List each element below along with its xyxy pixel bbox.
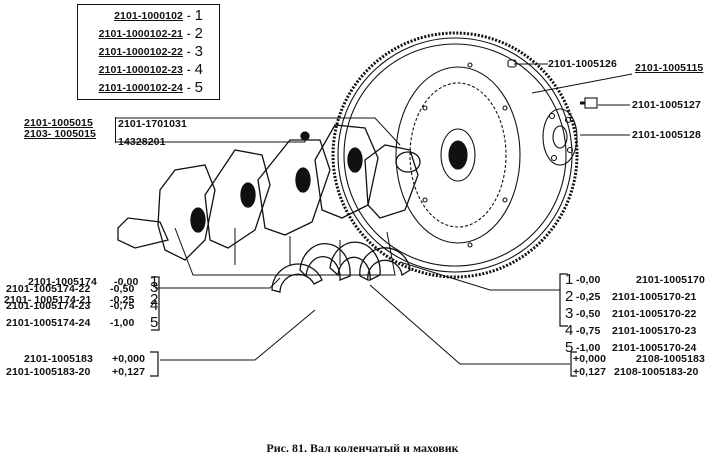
main-bearing-code: 2101- 1005174-21 — [4, 294, 92, 306]
rod-bearing-code: 2101-1005170-24 — [612, 342, 697, 354]
thrust-size: +0,127 — [573, 366, 607, 378]
legend-row: 2101-1000102-22 - 3 — [78, 43, 219, 61]
thrust-size: +0,000 — [573, 353, 607, 365]
legend-row: 2101-1000102-24 - 5 — [78, 79, 219, 97]
legend-dash: - — [187, 10, 191, 22]
thrust-code: 2101-1005183 — [24, 353, 93, 365]
legend-number: 5 — [194, 79, 204, 96]
legend-dash: - — [187, 82, 191, 94]
rod-bearing-num: 4 — [565, 322, 574, 339]
bolt-label: 2101-1005127 — [632, 99, 701, 111]
rod-bearing-code: 2101-1005170 — [636, 274, 705, 286]
legend-number: 4 — [194, 61, 204, 78]
main-bearing-code: 2101-1005174-23 — [6, 300, 91, 312]
rod-bearing-code: 2101-1005170-22 — [612, 308, 697, 320]
main-bearing-num: 4 — [150, 297, 159, 314]
legend-number: 2 — [194, 25, 204, 42]
main-bearing-code: 2101-1005174 — [28, 276, 97, 288]
crankshaft-label: 2101-1005015 — [24, 117, 93, 129]
thrust-code: 2101-1005183-20 — [6, 366, 91, 378]
legend-row: 2101-1000102-21 - 2 — [78, 25, 219, 43]
rod-bearing-num: 5 — [565, 339, 574, 356]
legend-row: 2101-1000102-23 - 4 — [78, 61, 219, 79]
legend-code: 2101-1000102-23 — [98, 64, 183, 76]
main-bearing-num: 5 — [150, 314, 159, 331]
main-bearing-num: 3 — [150, 279, 159, 296]
legend-code: 2101-1000102 — [114, 10, 183, 22]
plug-bracket — [115, 117, 116, 143]
rod-bearing-num: 1 — [565, 271, 574, 288]
flywheel — [331, 31, 579, 279]
rod-bearing-code: 2101-1005170-23 — [612, 325, 697, 337]
main-bearing-code: 2101-1005174-24 — [6, 317, 91, 329]
legend-number: 1 — [194, 7, 204, 24]
thrust-size: +0,000 — [112, 353, 146, 365]
legend-number: 3 — [194, 43, 204, 60]
legend-code: 2101-1000102-21 — [98, 28, 183, 40]
main-bearing-size: -0,00 — [114, 276, 139, 288]
figure-caption: Рис. 81. Вал коленчатый и маховик — [266, 441, 459, 455]
rod-bearing-num: 2 — [565, 288, 574, 305]
plug-label-alt: 14328201 — [118, 136, 166, 148]
variant-legend: 2101-1000102 - 1 2101-1000102-21 - 2 210… — [77, 4, 220, 100]
main-bearing-num: 2 — [150, 291, 159, 308]
legend-row: 2101-1000102 - 1 — [78, 7, 219, 25]
rod-bearing-num: 3 — [565, 305, 574, 322]
main-bearing-size: -1,00 — [110, 317, 135, 329]
crankshaft — [117, 124, 421, 261]
rod-bearing-size: -0,75 — [576, 325, 601, 337]
main-bearing-num: 1 — [150, 273, 159, 290]
flywheel-pin-label: 2101-1005126 — [548, 58, 617, 70]
legend-dash: - — [187, 46, 191, 58]
thrust-size: +0,127 — [112, 366, 146, 378]
bearing-shells — [271, 241, 411, 293]
flywheel-parts — [507, 59, 598, 166]
plug-label: 2101-1701031 — [118, 118, 187, 130]
list-brackets — [150, 273, 577, 377]
crankshaft-label-alt: 2103- 1005015 — [24, 128, 96, 140]
legend-dash: - — [187, 64, 191, 76]
rod-bearing-code: 2101-1005170-21 — [612, 291, 697, 303]
rod-bearing-size: -0,00 — [576, 274, 601, 286]
main-bearing-size: -0,50 — [110, 283, 135, 295]
legend-dash: - — [187, 28, 191, 40]
thrust-code: 2108-1005183-20 — [614, 366, 699, 378]
legend-code: 2101-1000102-24 — [98, 82, 183, 94]
rod-bearing-size: -0,50 — [576, 308, 601, 320]
legend-code: 2101-1000102-22 — [98, 46, 183, 58]
main-bearing-code: 2101-1005174-22 — [6, 283, 91, 295]
flywheel-label: 2101-1005115 — [635, 62, 704, 74]
washer-label: 2101-1005128 — [632, 129, 701, 141]
main-bearing-size: -0,25 — [110, 294, 135, 306]
main-bearing-size: -0,75 — [110, 300, 135, 312]
rod-bearing-size: -1,00 — [576, 342, 601, 354]
thrust-code: 2108-1005183 — [636, 353, 705, 365]
rod-bearing-size: -0,25 — [576, 291, 601, 303]
leader-lines — [115, 63, 633, 365]
